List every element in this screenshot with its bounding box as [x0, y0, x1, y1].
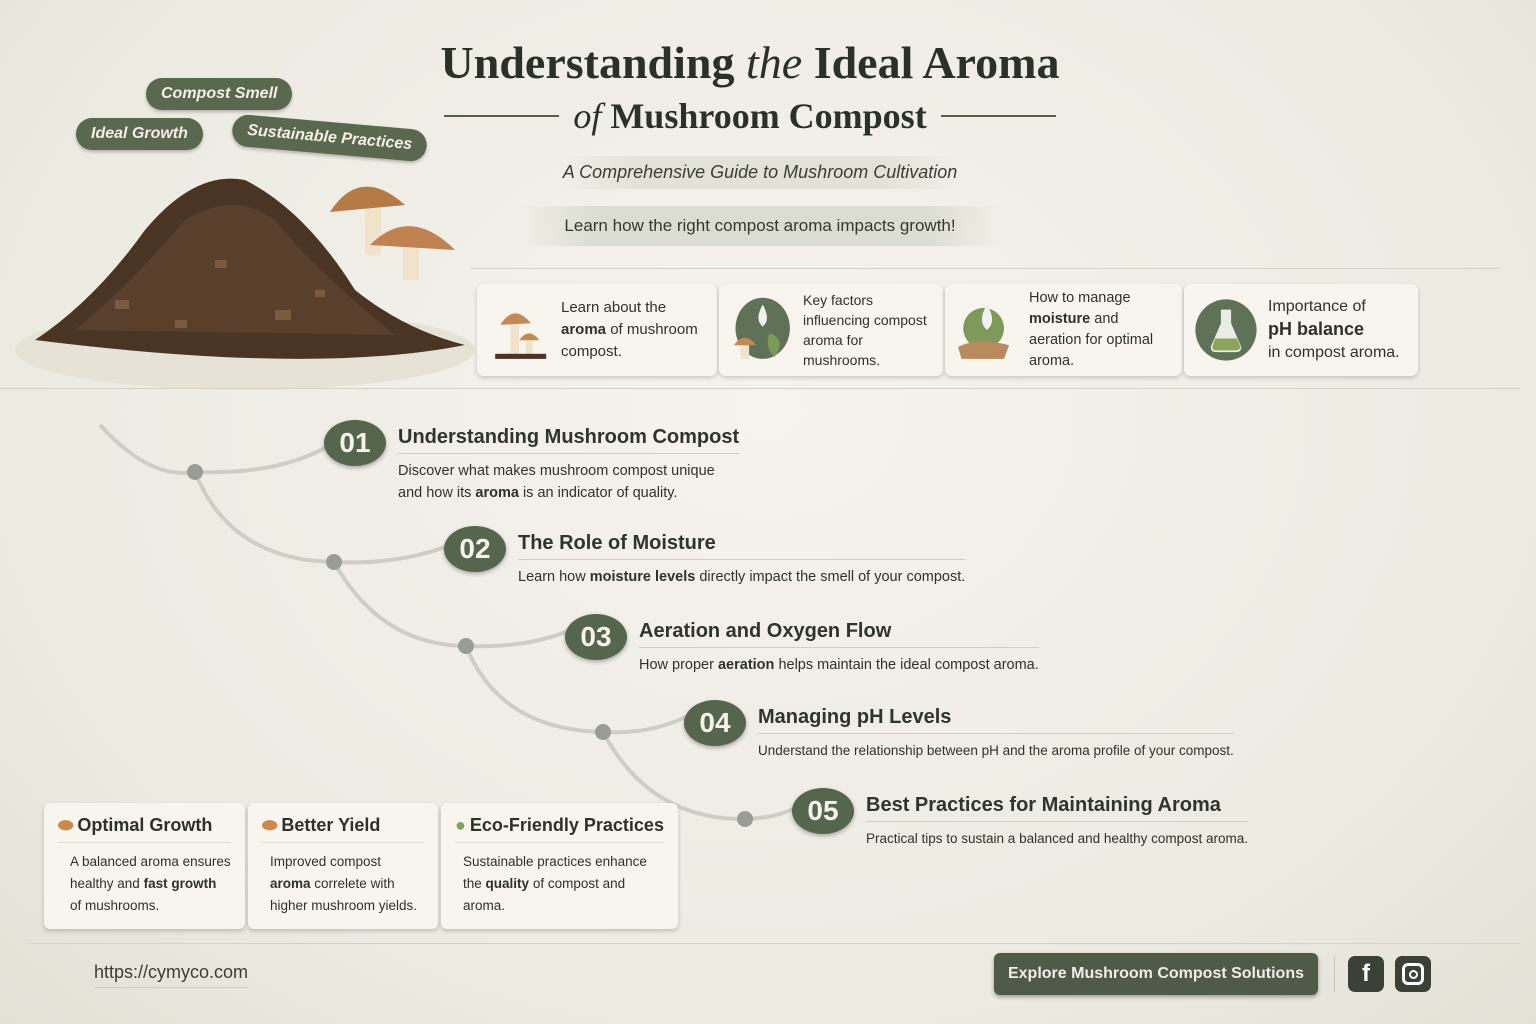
- page-title: Understanding the Ideal Aroma: [250, 36, 1250, 90]
- benefit-title: Eco-Friendly Practices: [469, 815, 664, 835]
- website-link[interactable]: https://cymyco.com: [94, 962, 249, 988]
- flask-icon: [1195, 299, 1257, 361]
- step-title: Best Practices for Maintaining Aroma: [866, 794, 1248, 822]
- benefit-title: Better Yield: [281, 815, 381, 835]
- feature-text: and aeration for optimal aroma.: [1029, 311, 1154, 369]
- step-text: directly impact the smell of your compos…: [699, 569, 966, 585]
- compost-pile-illustration: [15, 178, 475, 390]
- divider: [470, 268, 1500, 269]
- instagram-icon[interactable]: [1395, 956, 1431, 992]
- title-part: Mushroom Compost: [610, 96, 927, 136]
- step-title: The Role of Moisture: [518, 532, 966, 560]
- feature-bold: aroma: [561, 321, 607, 338]
- facebook-icon[interactable]: f: [1348, 956, 1384, 992]
- benefit-text: correlete with higher mushroom yields.: [270, 876, 418, 913]
- mushroom-icon: [370, 226, 455, 280]
- step-title: Understanding Mushroom Compost: [398, 426, 740, 454]
- water-drop-leaf-icon: [733, 297, 790, 359]
- benefit-title: Optimal Growth: [77, 815, 213, 835]
- step-text: Discover what makes mushroom compost uni…: [398, 463, 715, 501]
- bubble-ideal-growth: Ideal Growth: [76, 118, 203, 150]
- feature-bold: moisture: [1029, 311, 1091, 327]
- benefit-text: A balanced aroma ensures healthy and: [70, 854, 231, 891]
- benefit-bold: aroma: [270, 876, 311, 891]
- feature-card: Importance of pH balance in compost aroma.: [1184, 284, 1418, 376]
- feature-card: Key factors influencing compost aroma fo…: [719, 284, 943, 376]
- divider: [30, 943, 1520, 944]
- step-bold: aeration: [717, 657, 775, 673]
- title-part: Understanding: [440, 37, 735, 88]
- moisture-soil-icon: [958, 304, 1010, 359]
- title-part: of: [573, 96, 602, 136]
- step-number: 02: [444, 526, 506, 572]
- mushroom-icon: [330, 186, 405, 255]
- feature-card: Learn about the aroma of mushroom compos…: [477, 284, 717, 376]
- feature-text: in compost aroma.: [1268, 344, 1400, 361]
- benefit-text: of mushrooms.: [70, 898, 160, 913]
- title-part: Ideal Aroma: [813, 37, 1060, 88]
- feature-text: Importance of: [1268, 298, 1366, 315]
- step-text: Understand the relationship between pH a…: [758, 743, 1234, 758]
- title-part: the: [745, 37, 803, 88]
- step-number: 05: [792, 788, 854, 834]
- timeline-dot: [595, 724, 611, 740]
- step-title: Managing pH Levels: [758, 706, 1234, 734]
- subtitle: A Comprehensive Guide to Mushroom Cultiv…: [560, 156, 960, 189]
- benefit-bold: quality: [485, 876, 530, 891]
- timeline-dot: [187, 464, 203, 480]
- benefit-text: Improved compost: [270, 854, 382, 869]
- step-bold: moisture levels: [589, 569, 696, 585]
- step-number: 01: [324, 420, 386, 466]
- step-text: is an indicator of quality.: [522, 485, 678, 501]
- feature-card: How to manage moisture and aeration for …: [945, 284, 1182, 376]
- timeline-dot: [326, 554, 342, 570]
- divider: [1334, 956, 1335, 992]
- step-title: Aeration and Oxygen Flow: [639, 620, 1039, 648]
- divider: [940, 115, 1056, 117]
- benefit-card: ⬬Optimal Growth A balanced aroma ensures …: [44, 803, 245, 929]
- feature-text: Learn about the: [561, 299, 667, 316]
- step-text: Learn how: [518, 569, 586, 585]
- benefit-text: of compost and aroma.: [463, 876, 626, 913]
- divider: [444, 115, 560, 117]
- page-title-line2: of Mushroom Compost: [400, 94, 1100, 138]
- step-number: 04: [684, 700, 746, 746]
- feature-text: of mushroom compost.: [561, 321, 698, 360]
- seed-icon: ⬬: [58, 815, 74, 835]
- step-bold: aroma: [475, 485, 519, 501]
- seed-icon: ⬬: [262, 815, 278, 835]
- mushrooms-icon: [495, 313, 547, 359]
- feature-text: How to manage: [1029, 290, 1131, 306]
- divider: [0, 388, 1520, 389]
- step-text: How proper: [639, 657, 714, 673]
- feature-text: Key factors influencing compost aroma fo…: [803, 292, 927, 368]
- step-text: helps maintain the ideal compost aroma.: [778, 657, 1039, 673]
- benefit-bold: fast growth: [143, 876, 217, 891]
- timeline-dot: [458, 638, 474, 654]
- feature-bold: pH balance: [1268, 319, 1365, 339]
- tagline: Learn how the right compost aroma impact…: [520, 206, 1000, 246]
- step-text: Practical tips to sustain a balanced and…: [866, 831, 1248, 846]
- timeline-dot: [737, 811, 753, 827]
- leaf-icon: ●: [455, 815, 466, 835]
- bubble-compost-smell: Compost Smell: [146, 78, 293, 110]
- benefit-text: Sustainable practices enhance the: [463, 854, 647, 891]
- explore-solutions-button[interactable]: Explore Mushroom Compost Solutions: [994, 953, 1318, 995]
- step-number: 03: [565, 614, 627, 660]
